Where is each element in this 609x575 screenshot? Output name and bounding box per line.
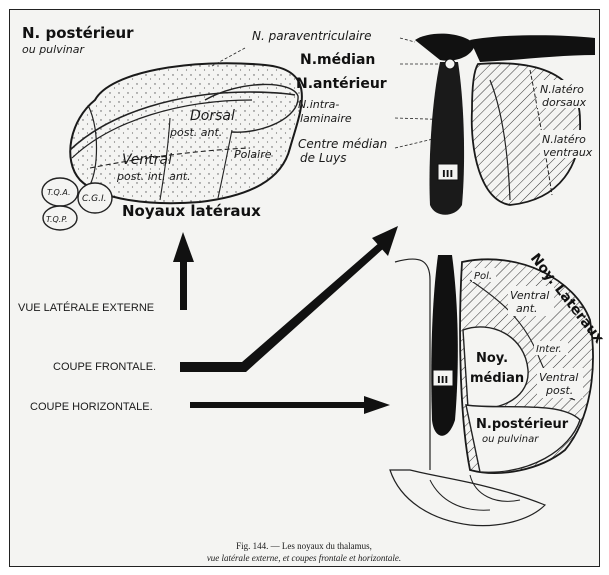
label-ventraux: ventraux xyxy=(543,146,593,159)
frontal-ventricle-label: III xyxy=(442,169,453,180)
label-median: médian xyxy=(470,371,524,386)
horizontal-base xyxy=(390,470,545,526)
label-ventral-ant: Ventral xyxy=(510,289,549,302)
label-n-latero-dorsaux: N.latéro xyxy=(540,83,584,96)
arrow-frontal xyxy=(180,242,384,372)
label-n-posterieur-h: N.postérieur xyxy=(476,417,569,432)
frontal-dark-top-left xyxy=(415,34,475,61)
arrow-horizontal-shaft xyxy=(190,402,368,408)
horizontal-outer-left xyxy=(395,259,430,470)
label-de-luys: de Luys xyxy=(300,151,346,165)
label-vue-laterale: VUE LATÉRALE EXTERNE xyxy=(18,301,154,314)
frontal-small-nucleus xyxy=(445,59,455,69)
lateral-view: N. postérieur ou pulvinar N. paraventric… xyxy=(22,24,458,230)
label-ant: ant. xyxy=(516,302,538,315)
label-ou-pulvinar-h: ou pulvinar xyxy=(482,434,539,445)
label-coupe-horizontale: COUPE HORIZONTALE. xyxy=(30,401,153,413)
label-n-median: N.médian xyxy=(300,52,375,68)
label-centre-median: Centre médian xyxy=(298,137,387,151)
label-post: post. xyxy=(545,384,573,397)
leader-paraventriculaire-2 xyxy=(400,38,415,42)
frontal-dark-top-right xyxy=(470,35,595,62)
label-polaire: Polaire xyxy=(234,148,272,161)
arrow-up-head xyxy=(173,232,194,262)
label-tqp: T.Q.P. xyxy=(46,215,68,224)
label-noyaux-lateraux: Noyaux latéraux xyxy=(122,202,261,220)
label-n-posterieur: N. postérieur xyxy=(22,24,134,42)
label-laminaire: laminaire xyxy=(300,112,352,125)
label-pol: Pol. xyxy=(474,271,492,282)
frontal-section: III N.latéro dorsaux N.latéro ventraux xyxy=(415,34,595,215)
horizontal-ventricle-label: III xyxy=(437,375,448,386)
label-ou-pulvinar: ou pulvinar xyxy=(22,43,85,56)
frontal-ventricle xyxy=(429,62,464,215)
horizontal-ventricle xyxy=(431,255,458,436)
label-tqa: T.Q.A. xyxy=(47,188,70,197)
caption-line-2: vue latérale externe, et coupes frontale… xyxy=(207,553,401,563)
label-noy: Noy. xyxy=(476,351,508,366)
label-ventral-post: Ventral xyxy=(539,371,578,384)
label-n-intra: N.intra- xyxy=(298,98,339,111)
label-dorsaux: dorsaux xyxy=(542,96,587,109)
arrow-up-shaft xyxy=(180,258,187,310)
arrow-horizontal-head xyxy=(364,396,390,414)
caption-line-1: Fig. 144. — Les noyaux du thalamus, xyxy=(236,541,372,551)
label-inter: Inter. xyxy=(536,344,562,355)
label-dorsal: Dorsal xyxy=(190,108,235,124)
label-ventral: Ventral xyxy=(122,152,172,168)
label-coupe-frontale: COUPE FRONTALE. xyxy=(53,361,156,373)
label-cgi: C.G.I. xyxy=(82,194,107,204)
label-n-latero-ventraux: N.latéro xyxy=(542,133,586,146)
label-n-paraventriculaire: N. paraventriculaire xyxy=(252,29,371,43)
label-dorsal-post-ant: post. ant. xyxy=(169,126,222,139)
label-n-anterieur: N.antérieur xyxy=(296,76,387,92)
horizontal-section: III Noy. Latéraux Pol. Ventral ant. Inte… xyxy=(390,251,607,526)
label-post-int-ant: post. int. ant. xyxy=(116,170,191,183)
arrows xyxy=(173,226,398,414)
